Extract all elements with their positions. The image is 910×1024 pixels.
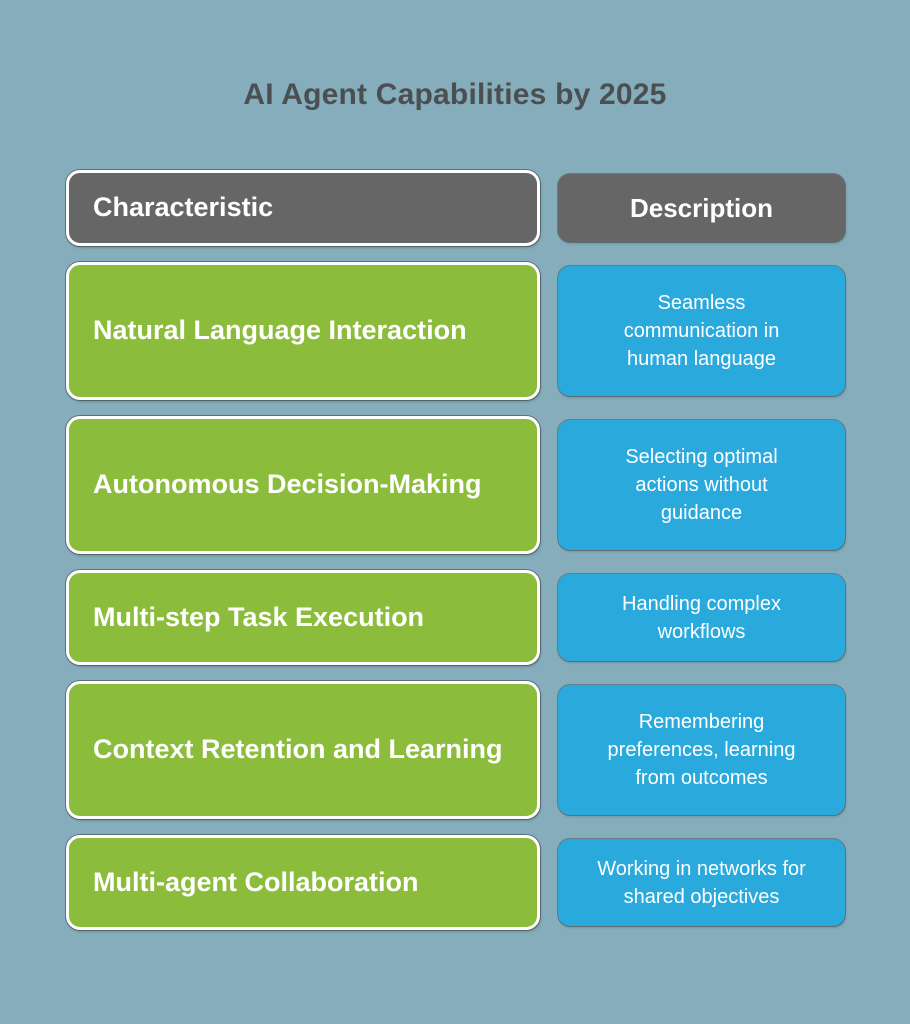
header-description: Description (558, 174, 845, 242)
characteristic-cell: Context Retention and Learning (66, 681, 540, 819)
description-cell: Remembering preferences, learning from o… (558, 685, 845, 815)
capability-table: Characteristic Description Natural Langu… (66, 170, 845, 946)
characteristic-cell: Multi-agent Collaboration (66, 835, 540, 930)
header-row: Characteristic Description (66, 170, 845, 246)
table-row: Multi-step Task Execution Handling compl… (66, 570, 845, 665)
characteristic-cell: Natural Language Interaction (66, 262, 540, 400)
description-cell: Seamless communication in human language (558, 266, 845, 396)
chart-title: AI Agent Capabilities by 2025 (243, 78, 667, 111)
characteristic-cell: Multi-step Task Execution (66, 570, 540, 665)
table-row: Natural Language Interaction Seamless co… (66, 262, 845, 400)
description-cell: Working in networks for shared objective… (558, 839, 845, 926)
table-row: Context Retention and Learning Rememberi… (66, 681, 845, 819)
header-characteristic: Characteristic (66, 170, 540, 246)
description-cell: Selecting optimal actions without guidan… (558, 420, 845, 550)
description-cell: Handling complex workflows (558, 574, 845, 661)
table-row: Multi-agent Collaboration Working in net… (66, 835, 845, 930)
table-row: Autonomous Decision-Making Selecting opt… (66, 416, 845, 554)
characteristic-cell: Autonomous Decision-Making (66, 416, 540, 554)
